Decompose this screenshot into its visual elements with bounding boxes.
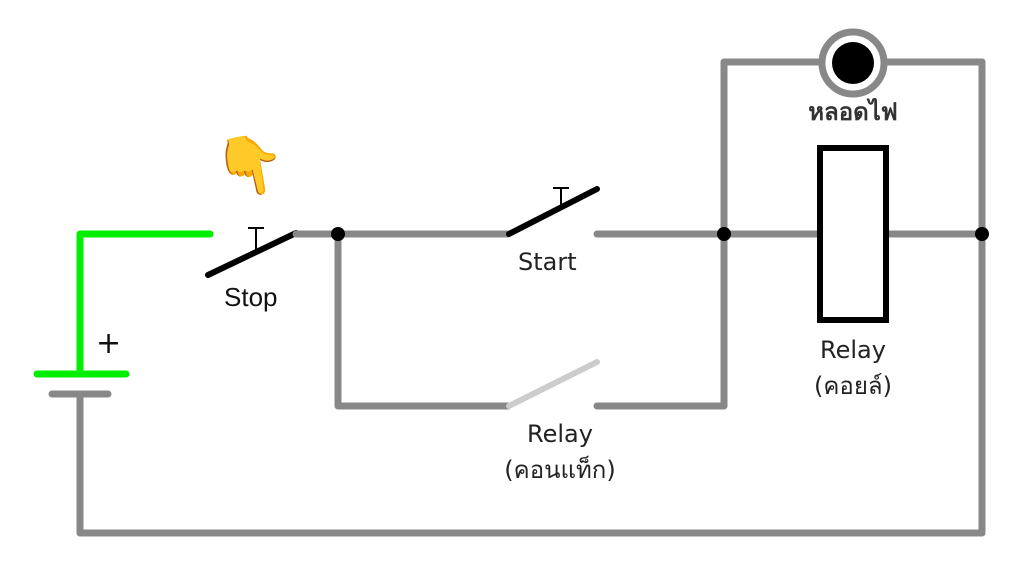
junction-node bbox=[331, 227, 345, 241]
stop-switch[interactable] bbox=[205, 230, 299, 278]
relay-contact bbox=[506, 359, 600, 409]
lamp-label: หลอดไฟ bbox=[808, 98, 898, 126]
battery-positive-label: + bbox=[96, 326, 122, 361]
wire bbox=[593, 230, 728, 410]
relay-coil-label: Relay (คอยล์) bbox=[790, 336, 916, 405]
start-switch[interactable] bbox=[506, 186, 600, 237]
relay-coil bbox=[817, 145, 889, 323]
stop-label: Stop bbox=[224, 282, 278, 312]
lamp-core bbox=[832, 42, 874, 84]
relay-coil-label-line2: (คอยล์) bbox=[814, 372, 892, 400]
relay-coil-label-line1: Relay bbox=[820, 336, 886, 364]
energized-wire bbox=[76, 230, 214, 378]
junction-node bbox=[717, 227, 731, 241]
relay-contact-label-line1: Relay bbox=[527, 420, 593, 448]
junction-node bbox=[975, 227, 989, 241]
relay-contact-label-line2: (คอนแท็ก) bbox=[504, 456, 616, 484]
start-label: Start bbox=[518, 248, 577, 276]
pointing-hand-down-icon: 👇 bbox=[208, 125, 292, 205]
return-wire bbox=[76, 58, 986, 537]
wire bbox=[720, 58, 986, 238]
wire bbox=[334, 230, 512, 410]
relay-contact-label: Relay (คอนแท็ก) bbox=[490, 420, 630, 489]
